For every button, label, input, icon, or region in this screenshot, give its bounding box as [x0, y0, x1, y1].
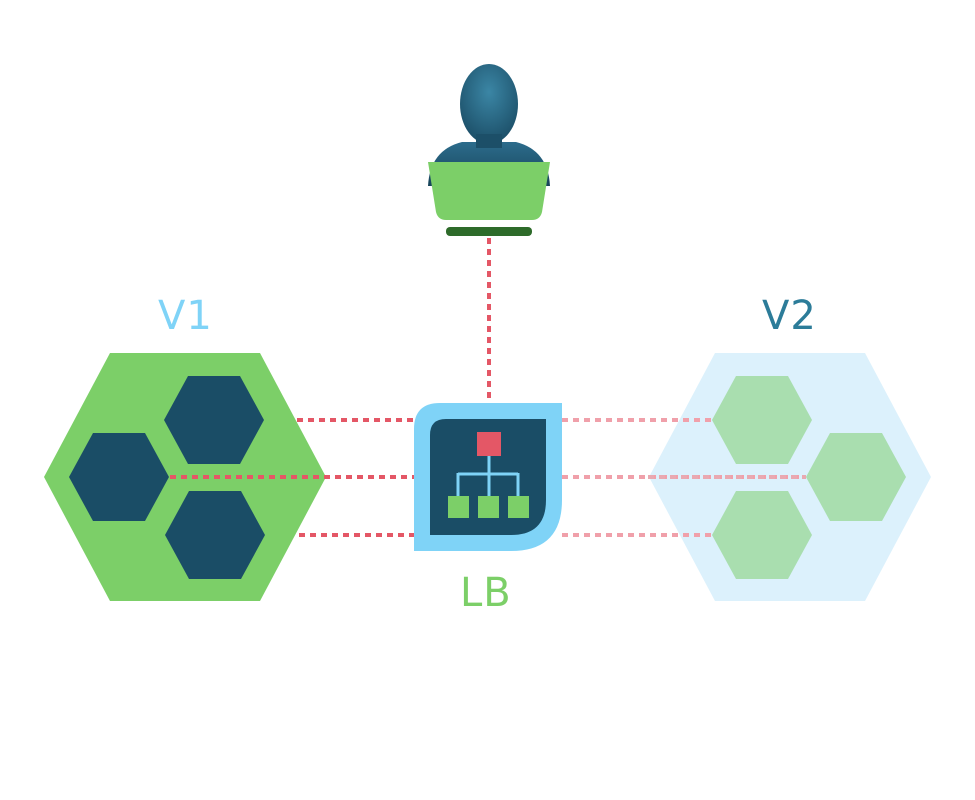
hierarchy-network-icon: [448, 432, 529, 518]
user-with-laptop-icon: [428, 64, 550, 236]
v1-label: V1: [158, 293, 213, 339]
load-balancer: [414, 403, 562, 551]
lb-leaf-node-right: [508, 496, 529, 518]
user-head: [460, 64, 518, 144]
v2-pod-bottom: [712, 491, 812, 579]
v1-pod-bottom: [165, 491, 265, 579]
laptop-base: [446, 227, 532, 236]
v2-label: V2: [762, 293, 817, 339]
v2-pod-right: [806, 433, 906, 521]
v1-pod-top: [164, 376, 264, 464]
user-neck: [476, 134, 502, 148]
v1-pod-left: [69, 433, 169, 521]
v2-pods: [712, 376, 906, 579]
lb-leaf-node-middle: [478, 496, 499, 518]
v2-pod-top: [712, 376, 812, 464]
laptop-screen: [428, 162, 550, 220]
lb-label: LB: [460, 570, 512, 616]
lb-root-node: [477, 432, 501, 456]
lb-leaf-node-left: [448, 496, 469, 518]
